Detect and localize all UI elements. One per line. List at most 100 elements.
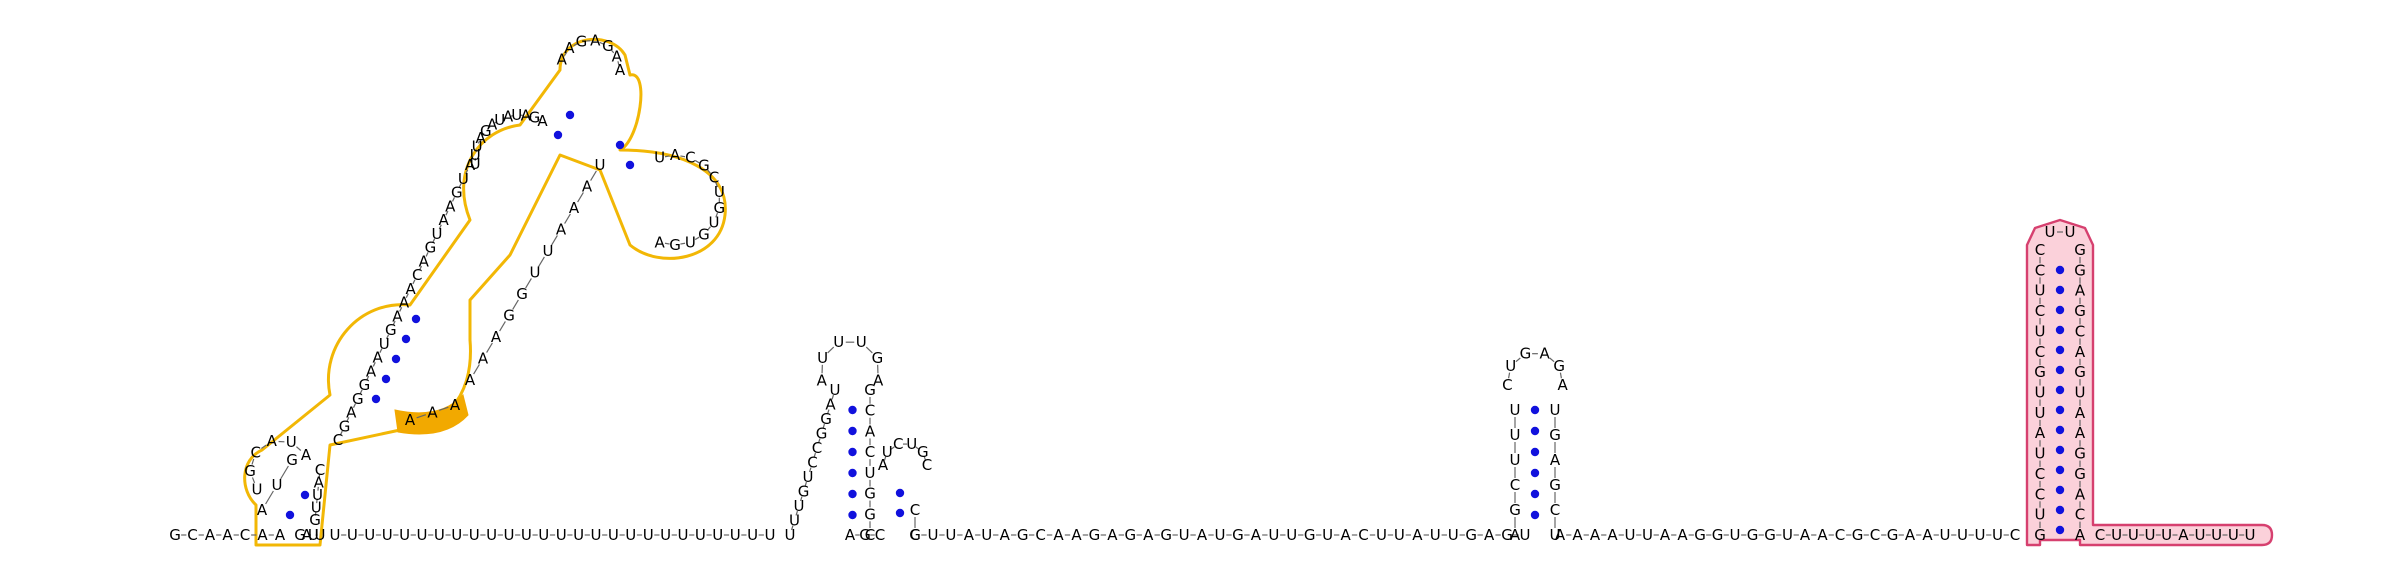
middle-sequence-nt: G [1160,526,1172,544]
right-sequence-nt: U [1625,526,1636,544]
pink-hairpin-pair [2055,525,2065,535]
hairpin4-loop-link [1515,357,1521,363]
hairpin1-loop-nt: U [252,480,263,498]
orange-upper-pair [553,130,563,140]
orange-right-strand-link [499,321,506,332]
hairpin1-3prime-nt: C [315,461,325,479]
orange-right-loop-nt: U [714,183,725,201]
orange-left-strand-nt: A [372,349,383,367]
orange-left-strand-link [425,252,429,257]
pink-hairpin-5prime-nt: C [2035,302,2045,320]
orange-right-loop-nt: A [654,233,665,251]
pink-hairpin-5prime-nt: G [2034,526,2046,544]
pink-hairpin-5prime-nt: U [2035,506,2046,524]
hairpin1-3prime-nt: G [309,511,321,529]
hairpin4-3prime-nt: U [1550,401,1561,419]
linker1-nt: U [556,526,567,544]
pink-hairpin-5prime-nt: U [2035,384,2046,402]
pink-hairpin-3prime-nt: A [2075,404,2086,422]
right-sequence-nt: G [1694,526,1706,544]
pink-hairpin-pair [2055,405,2065,415]
orange-left-strand-nt: G [339,417,351,435]
right-sequence-nt: A [1922,526,1933,544]
pink-hairpin-3prime-nt: G [2074,302,2086,320]
pink-hairpin-3prime-nt: A [2075,485,2086,503]
tail-3prime-nt: C [2095,526,2105,544]
orange-upper-left-nt: G [480,122,492,140]
tail-3prime-nt: U [2145,526,2156,544]
hairpin2-loop-nt: A [873,371,884,389]
linker1-nt: U [382,526,393,544]
orange-left-strand-nt: U [432,225,443,243]
orange-left-strand-link [359,389,363,395]
orange-right-loop-nt: C [709,169,719,187]
orange-upper-left-link [528,115,532,118]
linker1-nt: U [608,526,619,544]
hairpin2-loop-nt: U [833,333,844,351]
hairpin4-loop-nt: G [1520,345,1532,363]
hairpin1-closing-nt: G [294,526,306,544]
hairpin2-5prime-link [791,525,794,531]
orange-left-strand-link [445,210,449,216]
orange-right-strand-nt: U [530,264,541,282]
hairpin4-loop-nt: A [1539,345,1550,363]
right-sequence-nt: A [1660,526,1671,544]
orange-right-strand-nt: A [491,328,502,346]
orange-upper-left-nt: U [511,106,522,124]
hairpin4-5prime-nt: U [1510,426,1521,444]
linker1-nt: U [364,526,375,544]
orange-left-strand-nt: A [438,211,449,229]
hairpin1-loop-link [251,458,255,465]
hairpin4-pair [1530,468,1540,478]
orange-left-strand-nt: G [385,321,397,339]
orange-apex-nt: A [564,39,575,57]
orange-right-loop-link [694,236,700,241]
orange-upper-left-nt: U [470,155,481,173]
orange-left-strand-nt: A [366,362,377,380]
hairpin3-loop-nt: U [906,435,917,453]
orange-right-loop-link [680,242,686,245]
orange-left-strand-link [438,224,442,230]
orange-left-strand-link [372,362,376,367]
linker1-nt: U [625,526,636,544]
highlight-layer [243,38,2274,547]
linker1-nt: U [399,526,410,544]
hairpin3-pair [895,508,905,518]
linker1-nt: U [747,526,758,544]
linker1-nt: U [730,526,741,544]
middle-sequence-nt: G [1124,526,1136,544]
hairpin2-3prime-nt: G [864,505,876,523]
middle-sequence-nt: U [1322,526,1333,544]
pink-hairpin-5prime-nt: C [2035,465,2045,483]
hairpin1-pair [285,510,295,520]
orange-right-strand-nt: G [503,307,515,325]
linker1-nt: U [765,526,776,544]
orange-right-loop-nt: U [685,233,696,251]
orange-left-strand-link [339,430,343,436]
orange-right-strand-nt: A [569,199,580,217]
pink-hairpin-pair [2055,465,2065,475]
middle-sequence-nt: A [1340,526,1351,544]
orange-apex-link [610,49,615,54]
right-sequence-nt: A [1905,526,1916,544]
hairpin4-3prime-nt: G [1549,476,1561,494]
hairpin1-loop-link [296,446,302,451]
hairpin4-loop-nt: A [1557,376,1568,394]
orange-left-strand-link [418,265,423,271]
right-sequence-nt: C [1870,526,1880,544]
hairpin4-3prime-nt: G [1549,426,1561,444]
orange-right-strand-link [486,342,493,353]
pink-hairpin-5prime-nt: C [2035,261,2045,279]
pink-hairpin-pair [2055,425,2065,435]
hairpin2-pair [848,468,857,478]
linker1-nt: U [695,526,706,544]
right-sequence-nt: A [1607,526,1618,544]
baseline-5prime-nt: C [187,526,197,544]
orange-left-strand-nt: A [346,404,357,422]
orange-left-strand-link [458,183,462,188]
hairpin1-closing-nt: U [315,526,326,544]
pink-hairpin-pair [2055,505,2065,515]
pink-hairpin-pair [2055,345,2065,355]
hairpin2-pair [848,510,857,520]
orange-upper-left-link [477,140,480,144]
